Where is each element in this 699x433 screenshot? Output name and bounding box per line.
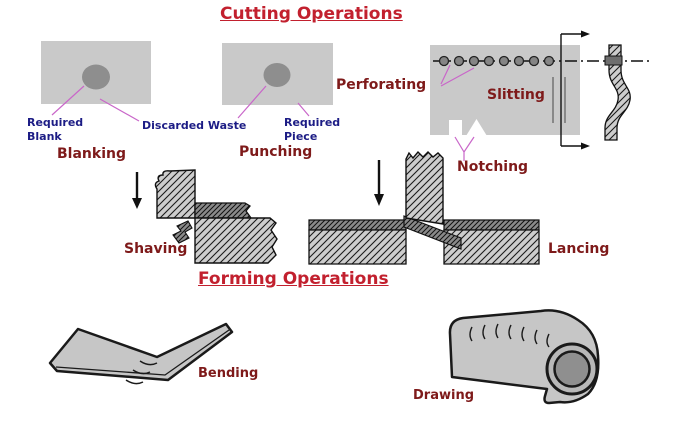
shaving-punch [154,169,196,219]
lancing-sheet-right [443,229,540,265]
slit-strip-band [604,55,623,66]
drawing-label: Drawing [413,388,475,403]
perforation-holes [438,55,555,67]
forming-operations-title: Forming Operations [198,269,389,289]
blanking-slug [82,64,110,90]
punching-label: Punching [239,144,313,160]
blanking-label: Blanking [57,146,126,162]
required-piece-callout-line [297,102,310,117]
required-blank-label: Required Blank [27,116,84,143]
bending-figure [48,322,234,385]
bend-stress-marks [125,360,158,385]
notch-square [449,120,462,136]
lancing-sheet-left-top [308,219,407,231]
shaving-label: Shaving [124,241,188,257]
notch-vee [466,119,487,136]
punching-figure [222,43,333,119]
shaving-figure [132,169,278,264]
slitting-figure [430,30,652,161]
perforating-callout-lines [440,64,475,87]
shaving-shaved-layer [194,202,253,219]
blanking-figure [41,41,151,122]
discarded-waste-callout-line-right [237,85,267,119]
feed-direction-arrows [560,30,590,150]
notching-callout-lines [454,136,475,161]
required-piece-label: Required Piece [284,116,341,143]
shaving-workpiece [194,217,278,264]
bent-sheet-thickness-line [55,329,230,376]
slit-strip-edge-view [604,44,631,141]
drawn-shell-end [553,350,591,388]
lancing-punch [405,150,444,225]
discarded-waste-callout-line-left [99,98,140,122]
discarded-waste-label: Discarded Waste [142,119,247,132]
drawn-shell-marks [469,323,550,348]
perforating-label: Perforating [336,77,427,93]
notching-label: Notching [457,159,529,175]
lancing-figure [308,150,540,265]
bending-label: Bending [198,366,259,381]
lancing-sheet-left [308,229,407,265]
required-blank-callout-line [51,85,85,116]
lancing-sheet-right-top [443,219,540,231]
drawing-figure [448,309,600,405]
slitting-label: Slitting [487,87,545,103]
lancing-press-arrow [374,160,384,206]
lancing-bent-flap [403,215,462,250]
punching-slug [263,63,291,87]
bent-sheet [48,322,234,382]
shaving-chip [172,220,193,244]
lancing-label: Lancing [548,241,610,257]
cutting-operations-title: Cutting Operations [220,4,403,24]
shaving-press-arrow [132,172,142,209]
